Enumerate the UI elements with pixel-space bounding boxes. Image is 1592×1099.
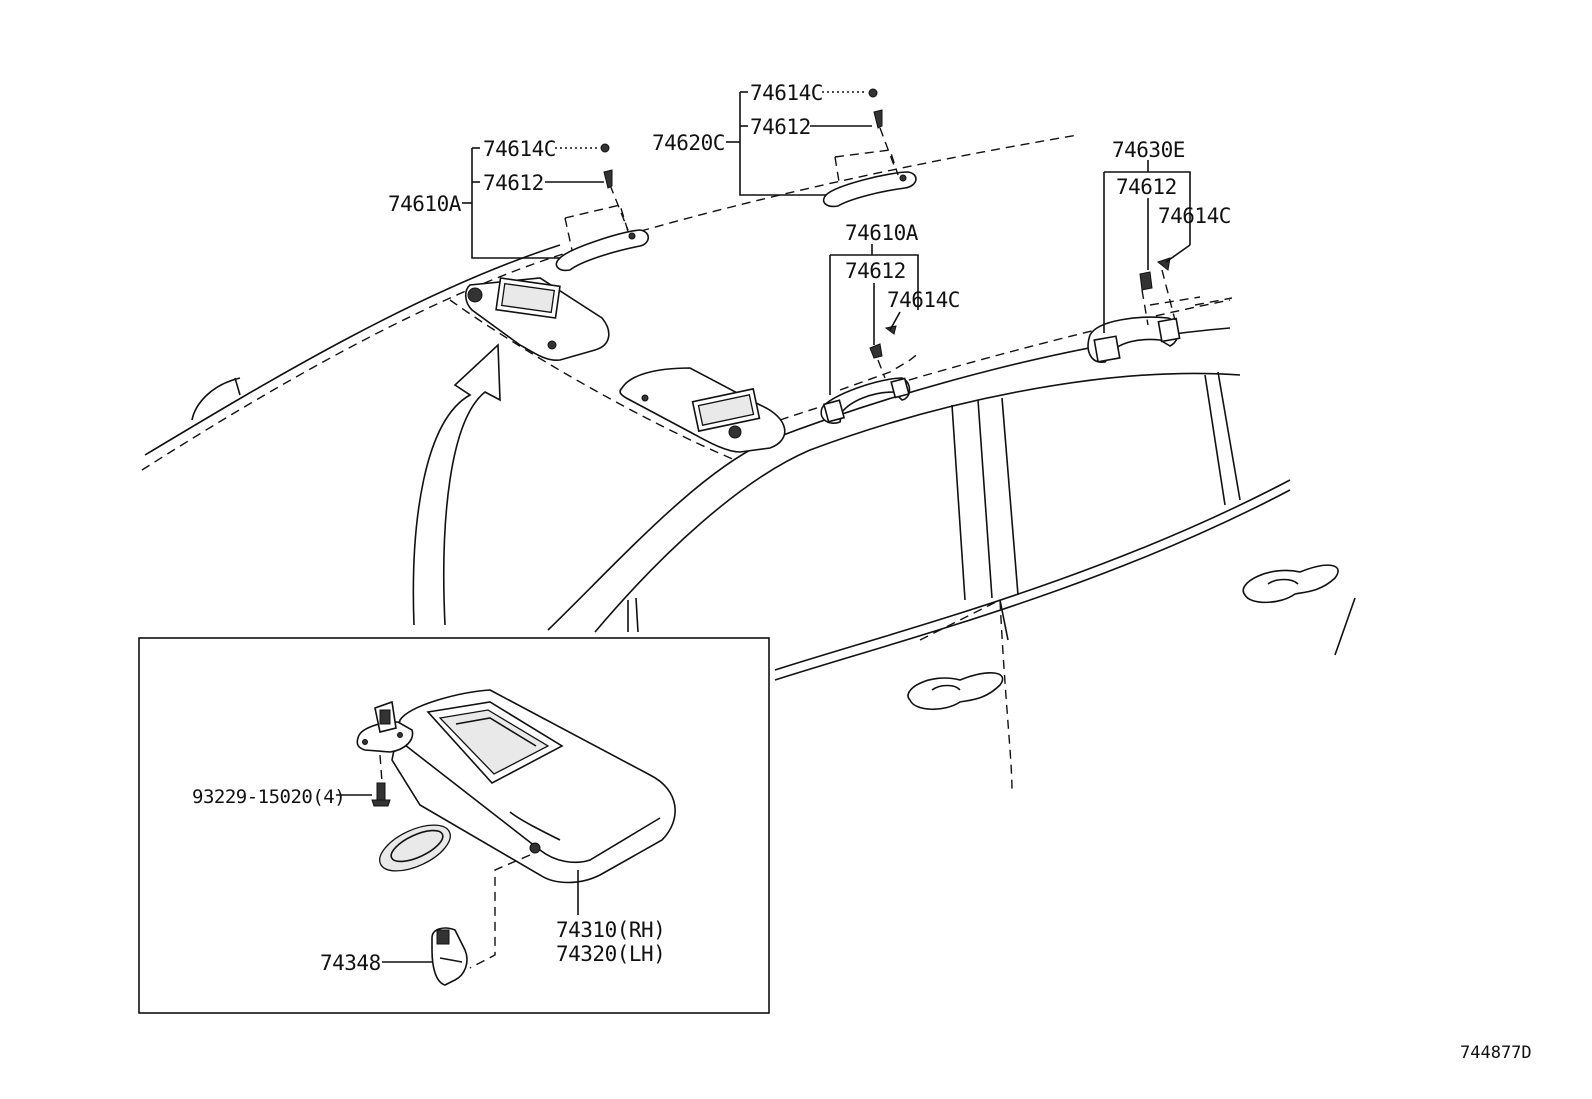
detail-inset <box>138 637 770 1014</box>
sun-visor-left-overview <box>464 277 610 361</box>
callout-74610A-left: 74610A <box>388 192 462 216</box>
sun-visor-right-overview <box>619 367 786 453</box>
callout-labels: 74614C 74612 74620C 74614C 74612 74610A … <box>192 81 1532 1063</box>
diagram-code: 744877D <box>1460 1043 1532 1063</box>
assist-grip-left <box>555 143 650 272</box>
callout-74614C-mid: 74614C <box>887 288 960 312</box>
callout-74614C-right: 74614C <box>1158 204 1231 228</box>
callout-74320-lh: 74320(LH) <box>556 942 665 966</box>
callout-74620C: 74620C <box>652 131 725 155</box>
callout-74612-right: 74612 <box>1116 175 1177 199</box>
callout-74612-mid: 74612 <box>845 259 906 283</box>
sun-visor-detail <box>356 689 676 884</box>
callout-74630E: 74630E <box>1112 138 1185 162</box>
assist-grip-top <box>822 88 917 208</box>
cover-oval <box>379 824 451 872</box>
callout-74614C-left: 74614C <box>483 137 556 161</box>
callout-74614C-top: 74614C <box>750 81 823 105</box>
assist-grip-right <box>1087 257 1181 363</box>
callout-74310-rh: 74310(RH) <box>556 918 665 942</box>
screw-93229 <box>371 754 391 807</box>
callout-74612-left: 74612 <box>483 171 544 195</box>
callout-93229-15020: 93229-15020(4) <box>192 786 345 808</box>
view-arrow <box>412 343 501 626</box>
callout-74612-top: 74612 <box>750 115 811 139</box>
callout-74348: 74348 <box>320 951 381 975</box>
leader-lines <box>462 91 1191 395</box>
car-body-outline <box>141 134 1356 791</box>
assist-grip-mid <box>820 325 921 424</box>
visor-holder-74348 <box>431 854 531 986</box>
callout-74610A-mid: 74610A <box>845 221 919 245</box>
